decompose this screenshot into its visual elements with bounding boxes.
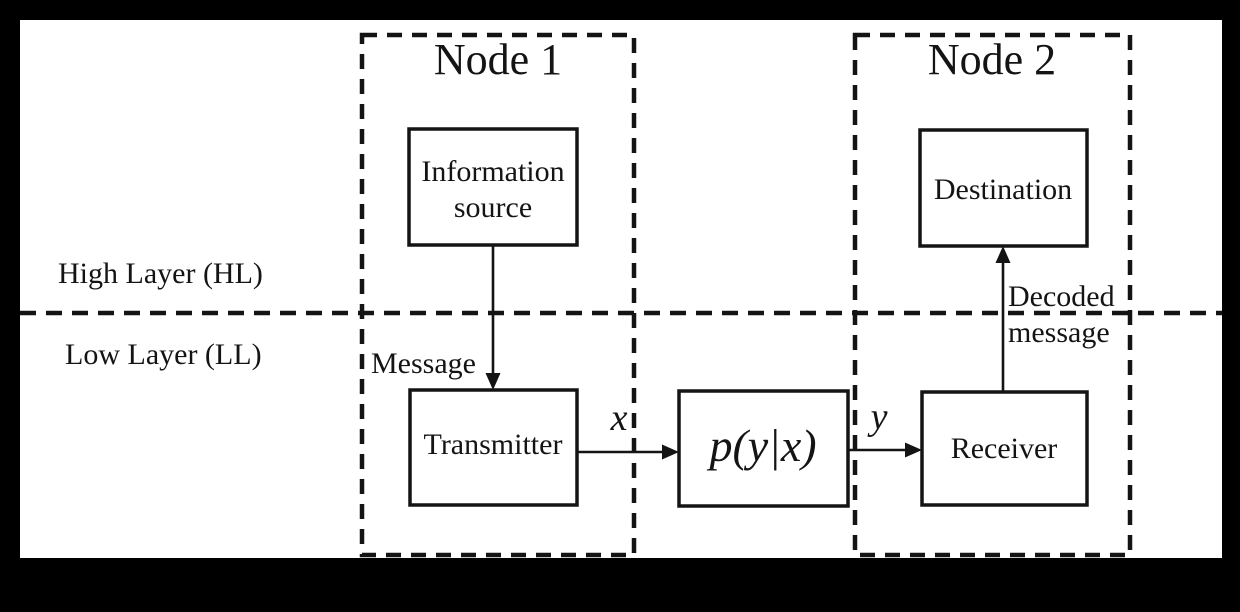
receiver-label: Receiver [951,432,1058,465]
node1-title: Node 1 [434,35,562,84]
low-layer-label: Low Layer (LL) [65,338,262,371]
decoded-arrowhead-icon [995,246,1011,263]
channel-box [677,389,850,508]
y-arrow [848,442,922,458]
receiver-box [920,390,1089,507]
y-label: y [867,396,888,438]
channel-label: p(y|x) [706,420,816,471]
node2-boundary [852,32,1133,558]
node2-title: Node 2 [928,35,1056,84]
y-arrowhead-icon [905,442,922,458]
message-arrow [485,245,501,390]
x-arrow [577,444,679,460]
information-source-label-line1: Information [421,155,564,188]
x-label: x [610,397,628,439]
transmitter-box [408,388,579,507]
decoded-message-label-line2: message [1008,316,1110,349]
x-arrowhead-icon [662,444,679,460]
decoded-message-arrow [995,246,1011,392]
destination-box [918,128,1089,248]
decoded-message-label-line1: Decoded [1008,280,1115,313]
destination-label: Destination [934,173,1072,206]
information-source-label-line2: source [454,191,532,224]
message-label: Message [371,347,476,380]
node1-boundary [359,32,637,558]
message-arrowhead-icon [485,373,501,390]
information-source-box [407,127,579,247]
high-layer-label: High Layer (HL) [58,257,263,290]
transmitter-label: Transmitter [424,428,563,461]
